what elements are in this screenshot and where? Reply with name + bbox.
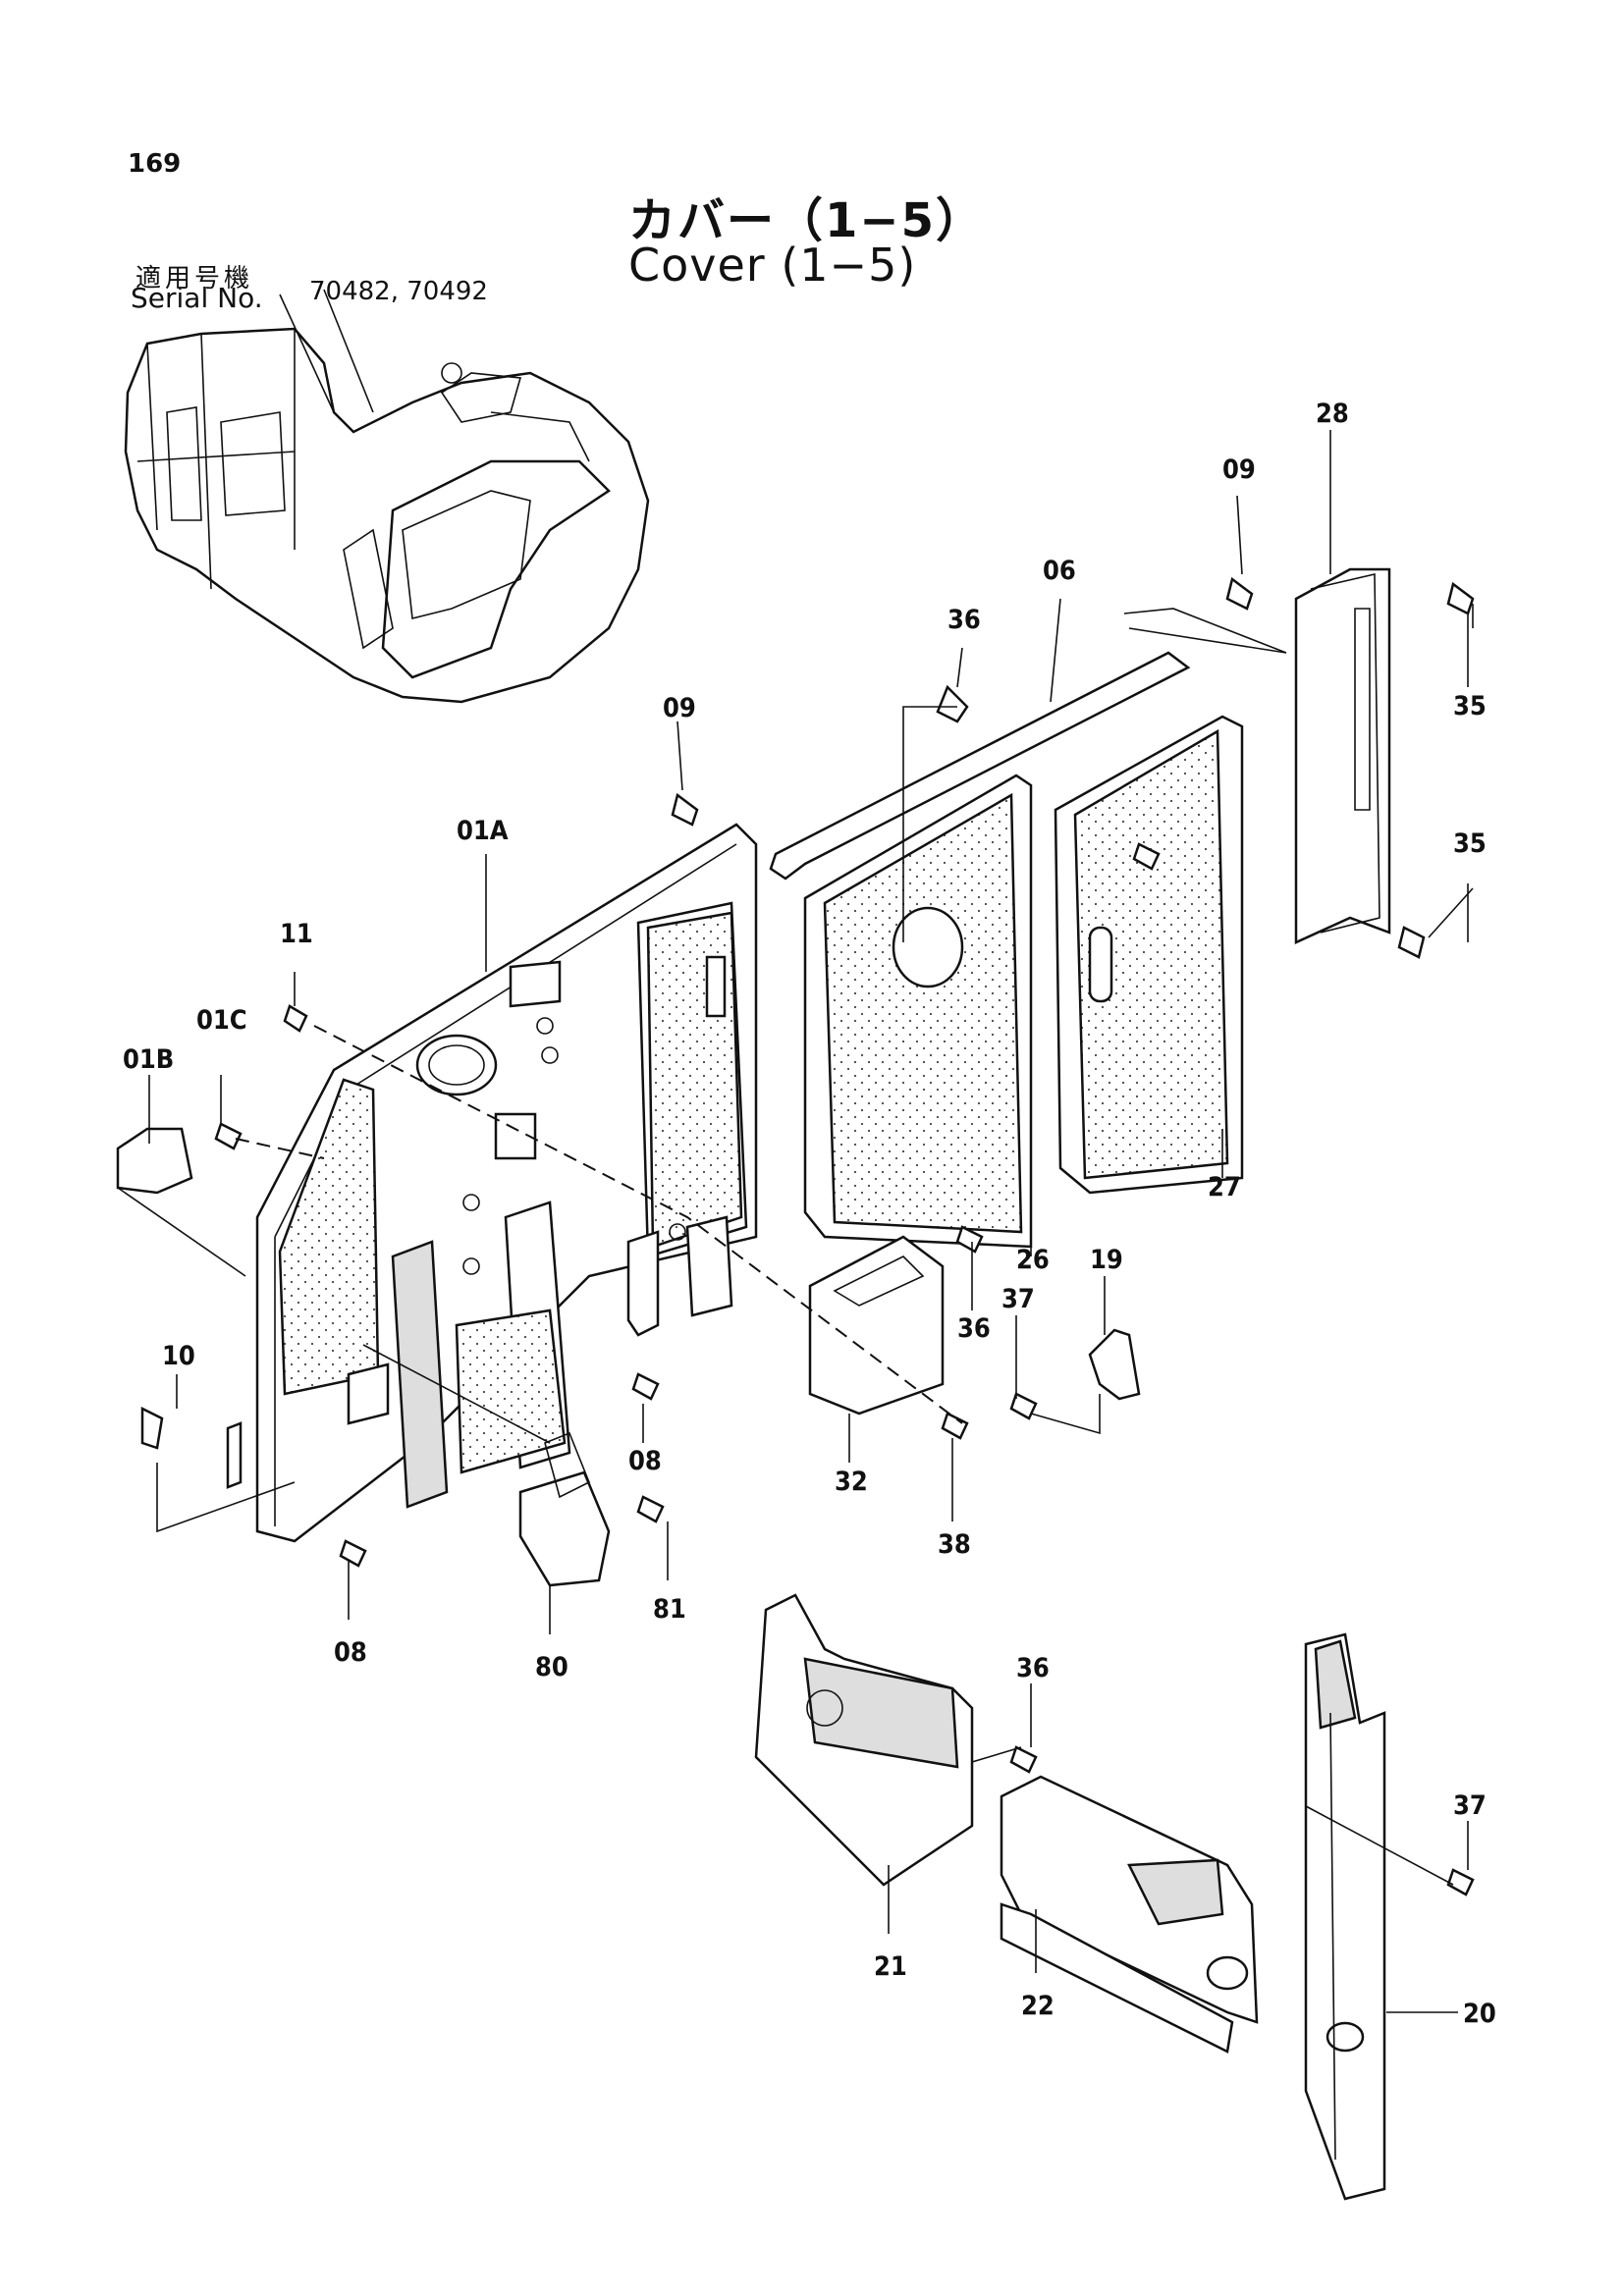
- bolt-09-upper: [1225, 576, 1254, 611]
- bolt-35-lower: [1397, 926, 1426, 959]
- serial-numbers: 70482, 70492: [309, 277, 488, 306]
- callout-leaders: [148, 430, 1469, 2013]
- callout-27: 27: [1208, 1172, 1241, 1202]
- callout-38: 38: [938, 1529, 971, 1560]
- callout-37-mid: 37: [1001, 1284, 1035, 1314]
- bolt-36-upper: [936, 684, 969, 723]
- callout-32: 32: [835, 1467, 868, 1497]
- callout-08-center: 08: [628, 1446, 662, 1476]
- part-27-panel: [1054, 715, 1244, 1195]
- part-26-panel: [803, 774, 1033, 1249]
- callout-20: 20: [1463, 1999, 1496, 2029]
- bolt-35-upper: [1446, 581, 1475, 615]
- bolt-08-lower: [339, 1539, 367, 1568]
- callout-01a: 01A: [457, 816, 509, 846]
- excavator-overview-illustration: [124, 289, 650, 704]
- callout-36-upper: 36: [947, 605, 981, 635]
- page-title-japanese: カバー（1−5）: [628, 193, 986, 248]
- bolt-08-center: [631, 1372, 660, 1401]
- bolt-36-mid: [955, 1225, 984, 1254]
- part-28-panel: [1294, 567, 1391, 944]
- bolt-10: [140, 1406, 164, 1450]
- callout-26: 26: [1016, 1245, 1050, 1275]
- part-20-panel: [1304, 1632, 1386, 2201]
- serial-label-japanese: 適用号機: [135, 264, 254, 294]
- callout-28: 28: [1316, 399, 1349, 429]
- bolt-37-lower: [1446, 1868, 1475, 1896]
- callout-19: 19: [1090, 1245, 1123, 1275]
- bolt-81: [636, 1495, 665, 1523]
- serial-label: Serial No.: [131, 282, 263, 314]
- callout-35-upper: 35: [1453, 691, 1487, 721]
- callout-06: 06: [1043, 556, 1076, 586]
- page-number: 169: [128, 149, 182, 179]
- page-title-english: Cover (1−5): [628, 239, 917, 292]
- part-01b-bracket: [116, 1127, 193, 1195]
- bolt-09-center: [671, 792, 699, 827]
- callout-36-lower: 36: [1016, 1653, 1050, 1683]
- part-06-outline: [1123, 608, 1287, 654]
- part-06-channel: [769, 651, 1191, 881]
- bolt-38: [941, 1412, 969, 1440]
- part-22-panel: [1000, 1775, 1259, 2054]
- bolt-36-lower: [1009, 1745, 1038, 1774]
- callout-10: 10: [162, 1341, 195, 1371]
- callout-11: 11: [280, 919, 313, 949]
- bolt-11: [283, 1004, 308, 1033]
- callout-01c: 01C: [196, 1005, 247, 1036]
- callout-01b: 01B: [123, 1044, 174, 1075]
- callout-80: 80: [535, 1652, 568, 1682]
- callout-81: 81: [653, 1594, 686, 1625]
- callout-22: 22: [1021, 1991, 1055, 2021]
- callout-36-mid: 36: [957, 1313, 991, 1344]
- callout-37-lower: 37: [1453, 1790, 1487, 1821]
- bolt-27: [1132, 842, 1161, 871]
- bolt-01c: [214, 1122, 243, 1150]
- part-19-latch: [1088, 1328, 1141, 1401]
- part-21-panel: [754, 1593, 974, 1887]
- callout-35-lower: 35: [1453, 828, 1487, 859]
- callout-21: 21: [874, 1951, 907, 1982]
- part-32-cover: [808, 1235, 945, 1415]
- bolt-37-mid: [1009, 1392, 1038, 1420]
- callout-08-lower: 08: [334, 1637, 367, 1668]
- assembly-lines: [117, 604, 1474, 1886]
- part-80-latch-cover: [518, 1431, 611, 1587]
- callout-09-upper: 09: [1222, 454, 1256, 485]
- callout-09-center: 09: [663, 693, 696, 723]
- callout-labels: 28 09 06 36 35 35 09 01A 11 01C 01B 27 2…: [123, 399, 1496, 2029]
